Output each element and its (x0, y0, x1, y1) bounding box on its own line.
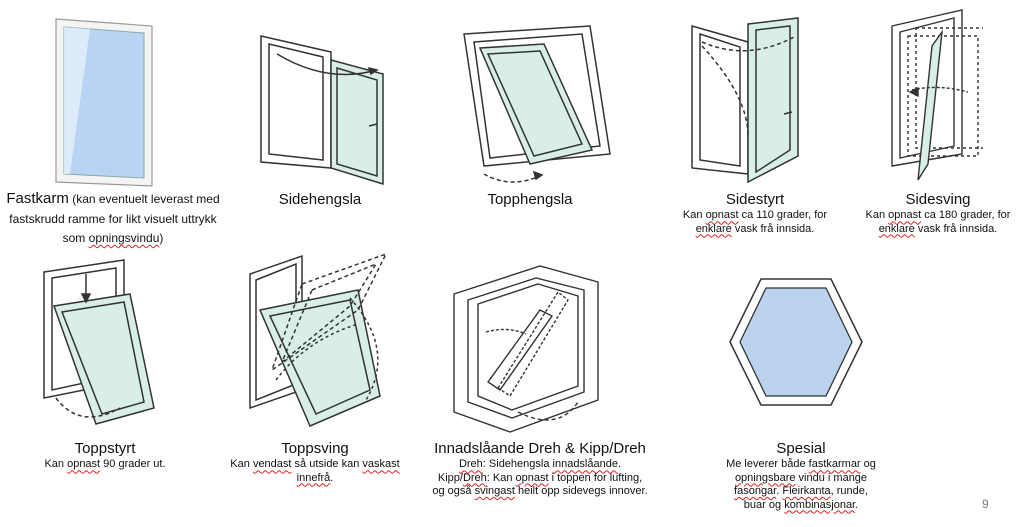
sidesving-description: Kan opnast ca 180 grader, for enklare va… (865, 209, 1011, 235)
toppsving-illustration (246, 250, 396, 428)
toppstyrt-title: Toppstyrt (74, 440, 136, 457)
spesial-caption: Spesial Me leverer både fastkarmar og op… (706, 440, 896, 512)
sidehengsla-title: Sidehengsla (278, 191, 362, 208)
spesial-title: Spesial (776, 440, 826, 457)
sidestyrt-title: Sidestyrt (725, 191, 785, 208)
spesial-description: Me leverer både fastkarmar og opningsbar… (726, 458, 876, 511)
fastkarm-note-underlined: opningsvindu (88, 231, 160, 246)
sidesving-illustration (888, 4, 983, 184)
sidestyrt-illustration (688, 16, 818, 186)
innadslaande-illustration (448, 262, 618, 437)
innadslaande-description: Dreh: Sidehengsla innadslåande. Kipp/Dre… (432, 458, 648, 498)
sidehengsla-illustration (257, 26, 387, 186)
fastkarm-caption: Fastkarm (kan eventuelt leverast med fas… (6, 189, 220, 248)
toppsving-title: Toppsving (281, 440, 349, 457)
fastkarm-illustration (50, 16, 160, 191)
innadslaande-caption: Innadslåande Dreh & Kipp/Dreh Dreh: Side… (418, 440, 662, 499)
topphengsla-title: Topphengsla (487, 191, 573, 208)
fastkarm-note: (kan eventuelt leverast med fastskrudd r… (9, 192, 220, 246)
toppstyrt-caption: Toppstyrt Kan opnast 90 grader ut. (20, 440, 190, 472)
sidestyrt-description: Kan opnast ca 110 grader, for enklare va… (682, 209, 828, 235)
fastkarm-title: Fastkarm (6, 190, 69, 207)
toppstyrt-description: Kan opnast 90 grader ut. (44, 458, 166, 471)
sidesving-caption: Sidesving Kan opnast ca 180 grader, for … (854, 191, 1022, 236)
sidestyrt-caption: Sidestyrt Kan opnast ca 110 grader, for … (665, 191, 845, 236)
fastkarm-note-end: ) (159, 231, 164, 246)
toppstyrt-illustration (40, 258, 160, 428)
spesial-illustration (726, 275, 866, 409)
innadslaande-title: Innadslåande Dreh & Kipp/Dreh (434, 440, 646, 457)
toppsving-caption: Toppsving Kan vendast så utside kan vask… (222, 440, 408, 485)
sidesving-title: Sidesving (905, 191, 971, 208)
page-number: 9 (982, 497, 989, 511)
topphengsla-illustration (460, 24, 620, 194)
